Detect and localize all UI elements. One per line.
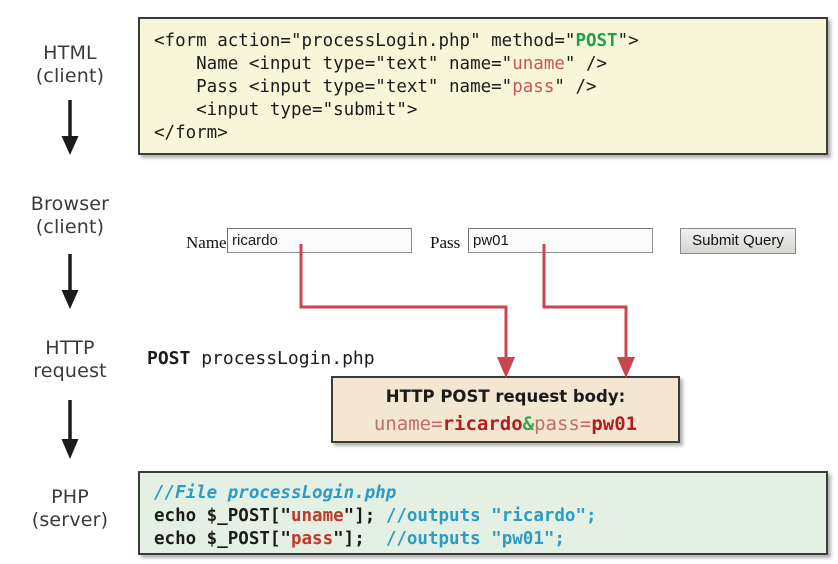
flow-step-html-subtitle: (client)	[35, 65, 105, 87]
post-body-payload: uname=ricardo&pass=pw01	[333, 413, 678, 435]
post-body-key-2: pass	[534, 413, 580, 435]
flow-step-html-title: HTML	[43, 42, 97, 64]
flow-step-http: HTTP request	[0, 337, 140, 383]
html-code-box: <form action="processLogin.php" method="…	[138, 17, 828, 155]
php-code-box: //File processLogin.php echo $_POST["una…	[138, 471, 828, 555]
form-name-input[interactable]: ricardo	[227, 228, 412, 253]
html-code-line-2: Name <input type="text" name="uname" />	[154, 54, 608, 74]
form-pass-input[interactable]: pw01	[468, 228, 653, 253]
down-arrow-icon	[61, 100, 79, 155]
html-pass-attr: pass	[512, 77, 555, 97]
browser-form-strip: Name ricardo Pass pw01 Submit Query	[186, 228, 801, 256]
php-code-line-3: echo $_POST["pass"]; //outputs "pw01";	[154, 529, 565, 549]
flow-step-browser-title: Browser	[30, 193, 110, 215]
flow-arrow-1	[58, 100, 82, 161]
html-code-line-4: <input type="submit">	[154, 100, 418, 120]
post-request-body-box: HTTP POST request body: uname=ricardo&pa…	[331, 376, 680, 443]
post-body-value-2: pw01	[591, 413, 638, 435]
post-body-value-1: ricardo	[442, 413, 523, 435]
flow-step-http-title: HTTP	[45, 337, 95, 359]
post-verb: POST	[147, 348, 191, 369]
post-body-eq-1: =	[431, 413, 443, 435]
post-body-title: HTTP POST request body:	[385, 387, 626, 406]
php-code-line-2: echo $_POST["uname"]; //outputs "ricardo…	[154, 506, 597, 526]
php-code-line-1: //File processLogin.php	[154, 483, 397, 503]
flow-step-browser-subtitle: (client)	[35, 216, 105, 238]
down-arrow-icon	[61, 400, 79, 459]
flow-step-php-subtitle: (server)	[31, 509, 109, 531]
post-body-key-1: uname	[373, 413, 432, 435]
php-uname-key: uname	[290, 506, 344, 526]
php-line-2-comment: //outputs "ricardo";	[385, 506, 597, 526]
post-body-eq-2: =	[579, 413, 592, 435]
flow-step-browser: Browser (client)	[0, 193, 140, 239]
flow-step-php: PHP (server)	[0, 486, 140, 532]
html-method-value: POST	[575, 31, 618, 51]
flow-step-http-subtitle: request	[33, 360, 107, 382]
php-line-3-comment: //outputs "pw01";	[385, 529, 565, 549]
php-pass-key: pass	[290, 529, 334, 549]
html-code-listing: <form action="processLogin.php" method="…	[140, 19, 826, 145]
form-name-label: Name	[186, 233, 227, 252]
submit-query-button[interactable]: Submit Query	[680, 228, 796, 254]
flow-arrow-3	[58, 400, 82, 465]
flow-arrow-2	[58, 254, 82, 315]
html-code-line-3: Pass <input type="text" name="pass" />	[154, 77, 597, 97]
php-code-listing: //File processLogin.php echo $_POST["una…	[140, 473, 826, 551]
down-arrow-icon	[61, 254, 79, 309]
connector-pass	[542, 244, 635, 378]
html-code-line-5: </form>	[154, 123, 228, 143]
html-uname-attr: uname	[512, 54, 565, 74]
post-request-line: POST processLogin.php	[147, 348, 375, 369]
post-target: processLogin.php	[190, 348, 375, 369]
post-body-ampersand: &	[522, 413, 535, 435]
flow-step-php-title: PHP	[51, 486, 89, 508]
flow-step-html: HTML (client)	[0, 42, 140, 88]
form-pass-label: Pass	[430, 233, 461, 252]
html-code-line-1: <form action="processLogin.php" method="…	[154, 31, 639, 51]
